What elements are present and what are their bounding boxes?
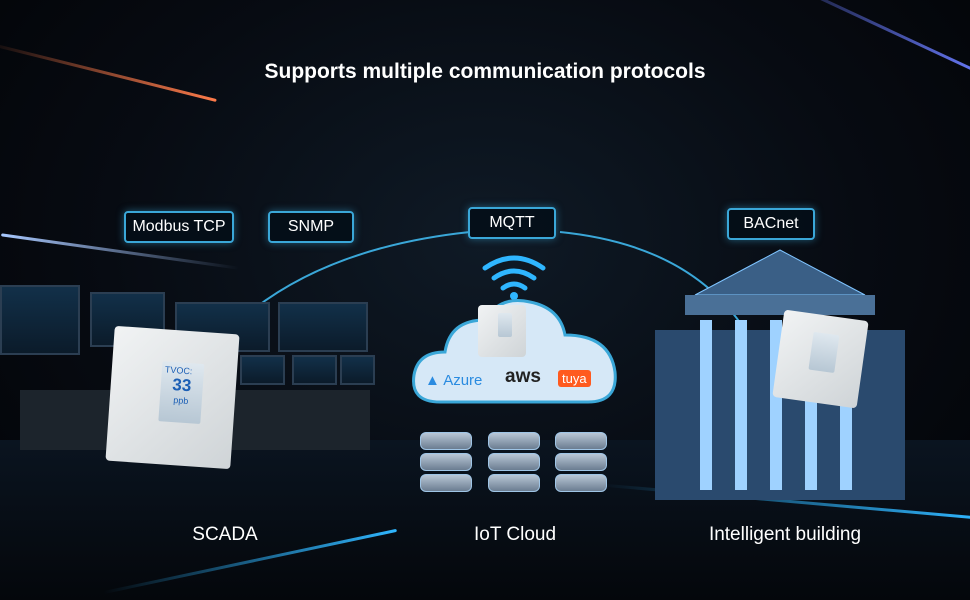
- device-value: 33: [171, 374, 192, 396]
- page-title: Supports multiple communication protocol…: [264, 60, 706, 83]
- tuya-logo: tuya: [558, 370, 591, 387]
- caption-iot-cloud: IoT Cloud: [473, 524, 557, 545]
- sensor-device-cloud: [478, 305, 526, 357]
- caption-intelligent-building: Intelligent building: [708, 524, 862, 545]
- sensor-device-scada: TVOC: 33 ppb: [105, 325, 240, 470]
- scada-control-room: [0, 280, 380, 390]
- server-stack: [555, 432, 607, 495]
- aws-logo: aws: [505, 366, 541, 387]
- protocol-snmp: SNMP: [268, 211, 354, 243]
- protocol-bacnet: BACnet: [727, 208, 815, 240]
- server-stack: [488, 432, 540, 495]
- sensor-device-building: [772, 309, 869, 409]
- server-stack: [420, 432, 472, 495]
- protocol-modbus-tcp: Modbus TCP: [124, 211, 234, 243]
- caption-scada: SCADA: [192, 524, 258, 545]
- device-unit: ppb: [172, 395, 189, 407]
- azure-logo: ▲ Azure: [425, 372, 483, 389]
- protocol-mqtt: MQTT: [468, 207, 556, 239]
- wifi-icon: [482, 255, 546, 300]
